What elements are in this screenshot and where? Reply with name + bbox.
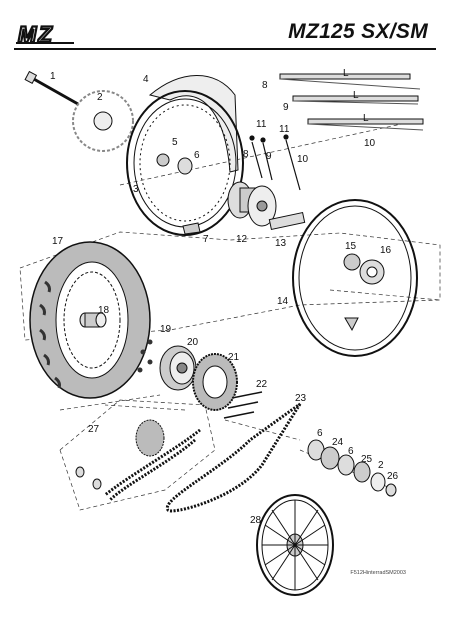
sprocket-bolts-22 <box>223 391 263 419</box>
callout-17: 17 <box>52 236 64 247</box>
rim-tape-7 <box>182 222 201 235</box>
callout-14: 14 <box>277 296 289 307</box>
callout-2: 2 <box>97 92 103 103</box>
callout-8b: 8 <box>243 149 249 160</box>
callout-15: 15 <box>345 241 357 252</box>
length-marker-9: L <box>353 90 359 101</box>
drawing-code: F512HinterradSM2003 <box>350 570 406 576</box>
callout-20: 20 <box>187 337 199 348</box>
callout-21: 21 <box>228 352 240 363</box>
damper-16 <box>359 259 385 285</box>
callout-28: 28 <box>250 515 262 526</box>
rear-hub <box>227 181 277 227</box>
spoke-set <box>279 73 424 131</box>
callout-1: 1 <box>50 71 56 82</box>
callout-27: 27 <box>88 424 100 435</box>
callout-10b: 10 <box>297 154 309 165</box>
single-spokes <box>249 134 301 191</box>
callout-5: 5 <box>172 137 178 148</box>
callout-6c: 6 <box>348 446 354 457</box>
drive-chain-23 <box>165 402 302 513</box>
hub-spacer-13 <box>268 211 306 231</box>
callout-11b: 11 <box>279 124 290 135</box>
callout-2b: 2 <box>378 460 384 471</box>
chain-guide-27 <box>75 419 201 502</box>
callout-7: 7 <box>203 234 209 245</box>
callout-9: 9 <box>283 102 289 113</box>
callout-12: 12 <box>236 234 248 245</box>
brake-disc <box>72 90 134 152</box>
header-rule <box>14 48 436 50</box>
bearing-stack <box>307 439 397 497</box>
rear-axle <box>24 70 79 106</box>
callout-13: 13 <box>275 238 287 249</box>
callout-9b: 9 <box>266 151 272 162</box>
mz-logo: MZ <box>14 22 110 46</box>
bearing-15 <box>343 253 361 271</box>
callout-24: 24 <box>332 437 344 448</box>
model-title: MZ125 SX/SM <box>288 20 428 43</box>
mud-flap <box>148 75 239 173</box>
callout-11a: 11 <box>256 119 267 130</box>
length-marker-10: L <box>363 113 369 124</box>
rear-sprocket-21 <box>192 353 238 411</box>
callout-6: 6 <box>194 150 200 161</box>
callout-3: 3 <box>133 184 139 195</box>
wheel-bearing-6 <box>177 157 193 175</box>
tyre-tread <box>39 280 61 389</box>
callout-16: 16 <box>380 245 392 256</box>
bearing-5 <box>156 153 170 167</box>
callout-25: 25 <box>361 454 373 465</box>
sprocket-carrier-20 <box>159 345 197 391</box>
callout-8: 8 <box>262 80 268 91</box>
callout-10: 10 <box>364 138 376 149</box>
bolts-19 <box>137 339 153 373</box>
length-marker-8: L <box>343 68 349 79</box>
inner-tube <box>292 199 418 357</box>
spacer-18 <box>79 312 107 328</box>
spoked-wheel-28 <box>256 494 334 596</box>
callout-26: 26 <box>387 471 399 482</box>
callout-19: 19 <box>160 324 172 335</box>
callout-18: 18 <box>98 305 110 316</box>
callout-6b: 6 <box>317 428 323 439</box>
callout-4: 4 <box>143 74 149 85</box>
callout-22: 22 <box>256 379 268 390</box>
callout-23: 23 <box>295 393 307 404</box>
